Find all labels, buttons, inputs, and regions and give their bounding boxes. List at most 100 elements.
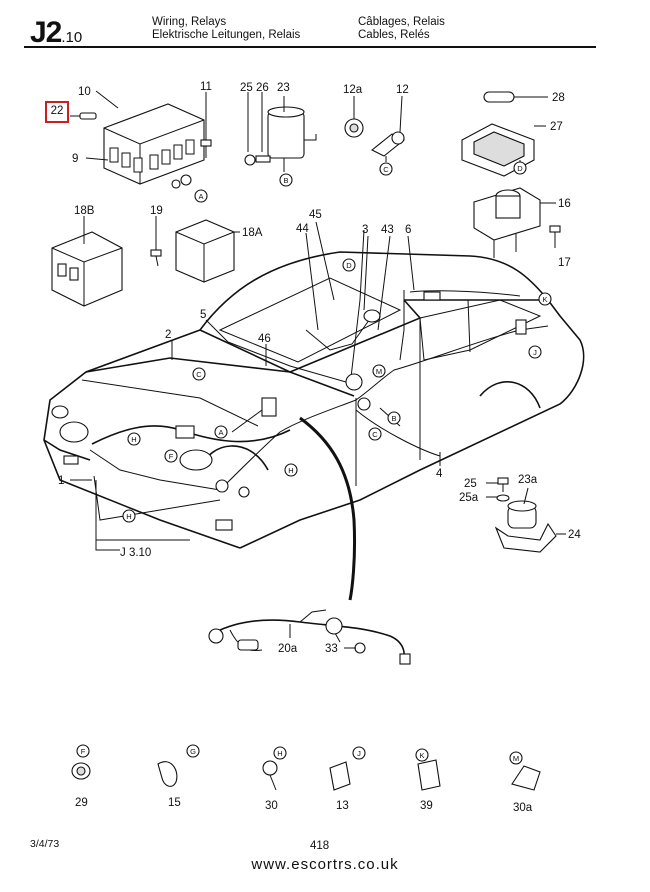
ref-circle-d2: D bbox=[342, 258, 356, 272]
callout-22: 22 bbox=[50, 105, 64, 117]
ref-circle-a2: A bbox=[214, 425, 228, 439]
callout-16: 16 bbox=[558, 198, 571, 210]
bulb-holder-12 bbox=[370, 131, 406, 157]
relay-18b bbox=[51, 231, 123, 307]
callout-18a: 18A bbox=[242, 227, 263, 239]
relay-18a bbox=[175, 219, 235, 283]
svg-text:D: D bbox=[346, 261, 352, 270]
callout-9: 9 bbox=[72, 153, 78, 165]
section-code: J2.10 bbox=[30, 16, 83, 49]
svg-text:C: C bbox=[372, 430, 378, 439]
callout-12: 12 bbox=[396, 84, 409, 96]
ref-circle-h3: H bbox=[122, 509, 136, 523]
svg-text:D: D bbox=[517, 164, 523, 173]
svg-text:A: A bbox=[218, 428, 223, 437]
grommet-29 bbox=[71, 762, 91, 780]
ref-circle-h1: H bbox=[127, 432, 141, 446]
callout-6: 6 bbox=[405, 224, 411, 236]
svg-text:B: B bbox=[283, 176, 288, 185]
ref-circle-b1: B bbox=[279, 173, 293, 187]
nut-25 bbox=[244, 154, 256, 166]
callout-13: 13 bbox=[336, 800, 349, 812]
callout-15: 15 bbox=[168, 797, 181, 809]
callout-30: 30 bbox=[265, 800, 278, 812]
wiring-harness bbox=[89, 229, 549, 601]
svg-text:H: H bbox=[288, 466, 293, 475]
callout-24: 24 bbox=[568, 529, 581, 541]
svg-text:C: C bbox=[383, 165, 389, 174]
ref-circle-c3: C bbox=[368, 427, 382, 441]
svg-text:K: K bbox=[419, 751, 424, 760]
callout-11: 11 bbox=[200, 81, 212, 93]
callout-5: 5 bbox=[200, 309, 206, 321]
svg-text:J: J bbox=[357, 749, 361, 758]
ref-circle-j1: J bbox=[528, 345, 542, 359]
callout-26: 26 bbox=[256, 82, 269, 94]
callout-25-right: 25 bbox=[464, 478, 477, 490]
callout-44: 44 bbox=[296, 223, 309, 235]
svg-text:G: G bbox=[190, 747, 196, 756]
flasher-unit-23 bbox=[267, 106, 317, 159]
clip-30a bbox=[511, 765, 541, 791]
ref-circle-j2: J bbox=[352, 746, 366, 760]
relay-16 bbox=[473, 187, 541, 258]
car-leader-lines bbox=[70, 221, 441, 551]
callout-45: 45 bbox=[309, 209, 322, 221]
footer-date: 3/4/73 bbox=[30, 838, 60, 850]
ref-circle-c2: C bbox=[192, 367, 206, 381]
ref-circle-c1: C bbox=[379, 162, 393, 176]
callout-12a: 12a bbox=[343, 84, 363, 96]
car-body bbox=[43, 251, 585, 549]
callout-25a: 25a bbox=[459, 492, 479, 504]
callout-43: 43 bbox=[381, 224, 394, 236]
ref-circle-f1: F bbox=[164, 449, 178, 463]
callout-23a: 23a bbox=[518, 474, 538, 486]
ref-circle-k1: K bbox=[538, 292, 552, 306]
svg-text:B: B bbox=[391, 414, 396, 423]
callout-2: 2 bbox=[165, 329, 171, 341]
svg-text:J: J bbox=[533, 348, 537, 357]
clip-30 bbox=[262, 760, 278, 791]
title-en: Wiring, Relays bbox=[152, 16, 227, 28]
ref-circle-m1: M bbox=[372, 364, 386, 378]
title-fr-es: Câblages, Relais Cables, Relés bbox=[358, 16, 445, 42]
harness-20a-33 bbox=[208, 609, 411, 665]
svg-text:M: M bbox=[513, 754, 519, 763]
callout-1: 1 bbox=[58, 475, 64, 487]
ref-circle-h4: H bbox=[273, 746, 287, 760]
callout-28: 28 bbox=[552, 92, 565, 104]
screw-19 bbox=[150, 249, 162, 267]
ref-circle-b2: B bbox=[387, 411, 401, 425]
screw-17 bbox=[549, 225, 561, 248]
clip-39 bbox=[417, 759, 441, 791]
callout-j310: J 3.10 bbox=[120, 547, 151, 559]
svg-text:H: H bbox=[277, 749, 282, 758]
svg-text:K: K bbox=[542, 295, 547, 304]
callout-3: 3 bbox=[362, 224, 368, 236]
screw-11 bbox=[200, 139, 212, 158]
callout-39: 39 bbox=[420, 800, 433, 812]
footer-page-number: 418 bbox=[310, 840, 330, 852]
callout-33: 33 bbox=[325, 643, 338, 655]
ref-circle-f2: F bbox=[76, 744, 90, 758]
svg-text:A: A bbox=[198, 192, 203, 201]
callout-19: 19 bbox=[150, 205, 163, 217]
horn-relay-assembly bbox=[494, 477, 557, 553]
fuse-box-assembly bbox=[79, 103, 205, 189]
bulb-holder-12a bbox=[344, 118, 364, 138]
title-fr: Câblages, Relais bbox=[358, 16, 445, 28]
svg-text:H: H bbox=[126, 512, 131, 521]
title-en-de: Wiring, Relays Elektrische Leitungen, Re… bbox=[152, 16, 300, 42]
ref-circle-m2: M bbox=[509, 751, 523, 765]
callout-29: 29 bbox=[75, 797, 88, 809]
callout-25: 25 bbox=[240, 82, 253, 94]
header-rule bbox=[24, 46, 596, 48]
washer-26 bbox=[255, 155, 271, 163]
ref-circle-k2: K bbox=[415, 748, 429, 762]
callout-4: 4 bbox=[436, 468, 443, 480]
footer-url[interactable]: www.escortrs.co.uk bbox=[251, 856, 399, 873]
ref-circle-a1: A bbox=[194, 189, 208, 203]
clip-15 bbox=[157, 761, 178, 787]
title-de: Elektrische Leitungen, Relais bbox=[152, 29, 301, 41]
